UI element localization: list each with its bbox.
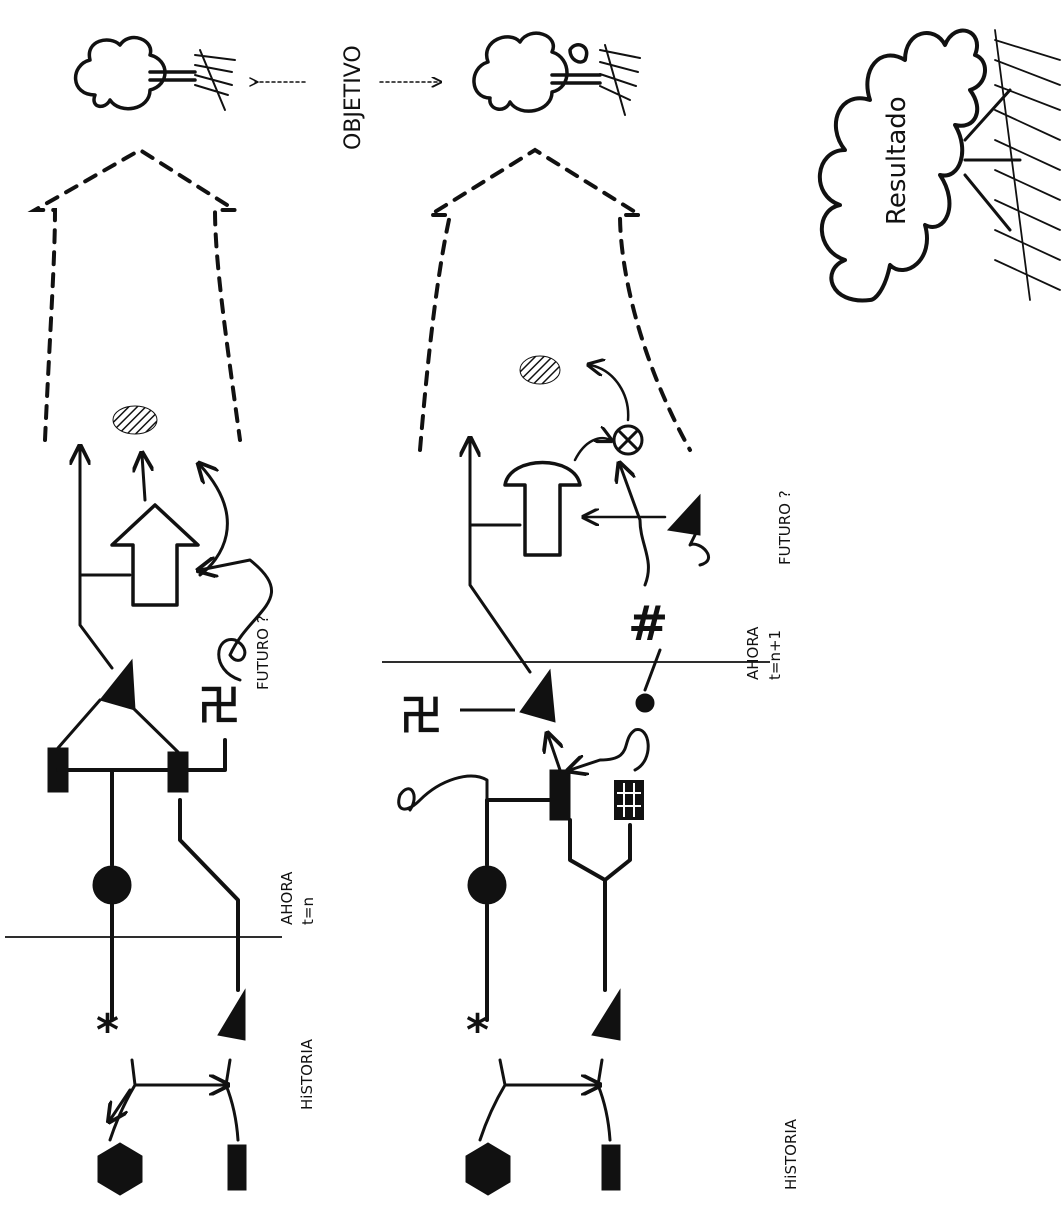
- hash-symbol-bottom: #: [628, 596, 668, 652]
- hash-arrow-bottom: [620, 465, 660, 690]
- tree-top-ground: [195, 50, 235, 110]
- hexagon-origin-bottom: [466, 1143, 510, 1195]
- triangle-node-bottom: [520, 670, 555, 722]
- crossed-circle-bottom: [614, 426, 642, 454]
- ahora-label-top-2: t=n: [299, 897, 317, 925]
- triangle-node-top: [100, 660, 135, 710]
- history-arrows-top: [110, 1060, 238, 1140]
- block-origin-bottom: [602, 1145, 620, 1190]
- triangle-history-top: [218, 990, 245, 1040]
- ahora-label-bottom-1: AHORA: [744, 626, 762, 680]
- dashed-funnel-top: [35, 150, 240, 440]
- arrow-to-cross-bottom: [575, 438, 610, 460]
- swastika-symbol-bottom: 卍: [400, 691, 442, 740]
- block-links-top: [58, 740, 225, 770]
- triangle-links-top: [58, 575, 178, 752]
- block-origin-top: [228, 1145, 246, 1190]
- objetivo-group: OBJETIVO: [250, 45, 440, 150]
- circle-node-bottom: [468, 866, 506, 904]
- circle-node-top: [93, 866, 131, 904]
- grid-block-bottom: [614, 780, 644, 820]
- feedback-arrow-top: [200, 465, 227, 575]
- tree-bottom-ground: [600, 45, 640, 115]
- tree-bottom: [474, 33, 600, 111]
- asterisk-symbol-top: *: [96, 1005, 119, 1056]
- ahora-label-top-1: AHORA: [278, 871, 296, 925]
- history-paths-bottom: [487, 800, 630, 1020]
- loop-arrow-bottom: [570, 730, 648, 770]
- objetivo-label: OBJETIVO: [341, 45, 366, 150]
- futuro-label-bottom: FUTURO ?: [776, 490, 794, 565]
- resultado-label: Resultado: [882, 96, 912, 225]
- up-arrow-block-bottom: [548, 735, 560, 770]
- tree-top: [76, 38, 195, 109]
- triangle-history-bottom: [592, 990, 620, 1040]
- block-node-bottom: [550, 770, 570, 820]
- triangle-future-bottom: [668, 495, 700, 535]
- history-paths-top: [112, 800, 238, 1020]
- historia-label-top: HiSTORIA: [298, 1038, 316, 1110]
- objetivo-arrowhead-left: [250, 78, 258, 86]
- scribble-blob-top: [113, 406, 157, 434]
- futuro-label-top: FUTURO ?: [254, 615, 272, 690]
- dashed-funnel-bottom: [420, 150, 690, 450]
- mushroom-arrow-bottom: [505, 463, 580, 556]
- ahora-label-bottom-2: t=n+1: [766, 630, 784, 680]
- up-arrow-top-2: [142, 455, 145, 500]
- scenario-top: * AHORA t=n 卍 FUTURO ?: [5, 38, 317, 1195]
- triangle-path-bottom: [470, 525, 530, 672]
- outlined-arrow-top: [112, 505, 198, 605]
- cross-to-blob-bottom: [590, 365, 628, 420]
- small-circle-bottom: [636, 694, 654, 712]
- squiggle-bottom: [399, 776, 487, 810]
- triangle-tail-bottom: [690, 535, 709, 565]
- scribble-blob-bottom: [520, 356, 560, 384]
- resultado-ground: [995, 30, 1060, 300]
- history-arrows-bottom: [480, 1060, 610, 1140]
- swastika-symbol-top: 卍: [198, 681, 240, 730]
- hexagon-origin-top: [98, 1143, 142, 1195]
- historia-label-bottom: HiSTORIA: [782, 1118, 800, 1190]
- resultado-tree: Resultado: [820, 30, 1060, 300]
- scenario-bottom: * 卍 AHORA t=n+1 #: [298, 33, 794, 1195]
